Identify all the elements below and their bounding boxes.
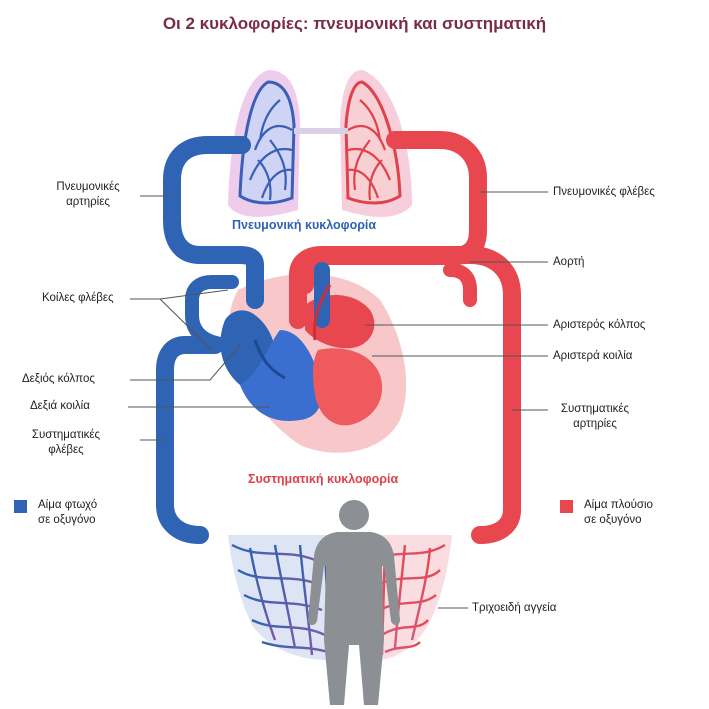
pulmonary-veins-label: Πνευμονικές φλέβες — [553, 185, 655, 200]
systemic-veins-label: Συστηματικές φλέβες — [16, 428, 116, 458]
left-ventricle-label: Αριστερά κοιλία — [553, 349, 632, 364]
vena-cavae-label: Κοίλες φλέβες — [42, 291, 114, 306]
right-atrium-label: Δεξιός κόλπος — [22, 372, 95, 387]
lungs — [228, 70, 412, 217]
oxygenated-swatch — [560, 500, 573, 513]
deoxygenated-legend-label: Αίμα φτωχό σε οξυγόνο — [38, 498, 97, 528]
oxygenated-legend-label: Αίμα πλούσιο σε οξυγόνο — [584, 498, 653, 528]
systemic-circulation-label: Συστηματική κυκλοφορία — [248, 472, 398, 486]
lung-connector — [294, 128, 348, 134]
deoxygenated-swatch — [14, 500, 27, 513]
pulmonary-arteries-label: Πνευμονικές αρτηρίες — [38, 180, 138, 210]
systemic-arteries-label: Συστηματικές αρτηρίες — [545, 402, 645, 432]
page-title: Οι 2 κυκλοφορίες: πνευμονική και συστημα… — [0, 14, 709, 34]
aorta-branch — [450, 270, 470, 300]
capillaries-label: Τριχοειδή αγγεία — [472, 601, 556, 616]
aorta-label: Αορτή — [553, 255, 584, 270]
left-atrium-label: Αριστερός κόλπος — [553, 318, 645, 333]
pulmonary-circulation-label: Πνευμονική κυκλοφορία — [232, 218, 376, 232]
systemic-vein-vessel — [165, 345, 215, 535]
right-ventricle-label: Δεξιά κοιλία — [30, 399, 90, 414]
